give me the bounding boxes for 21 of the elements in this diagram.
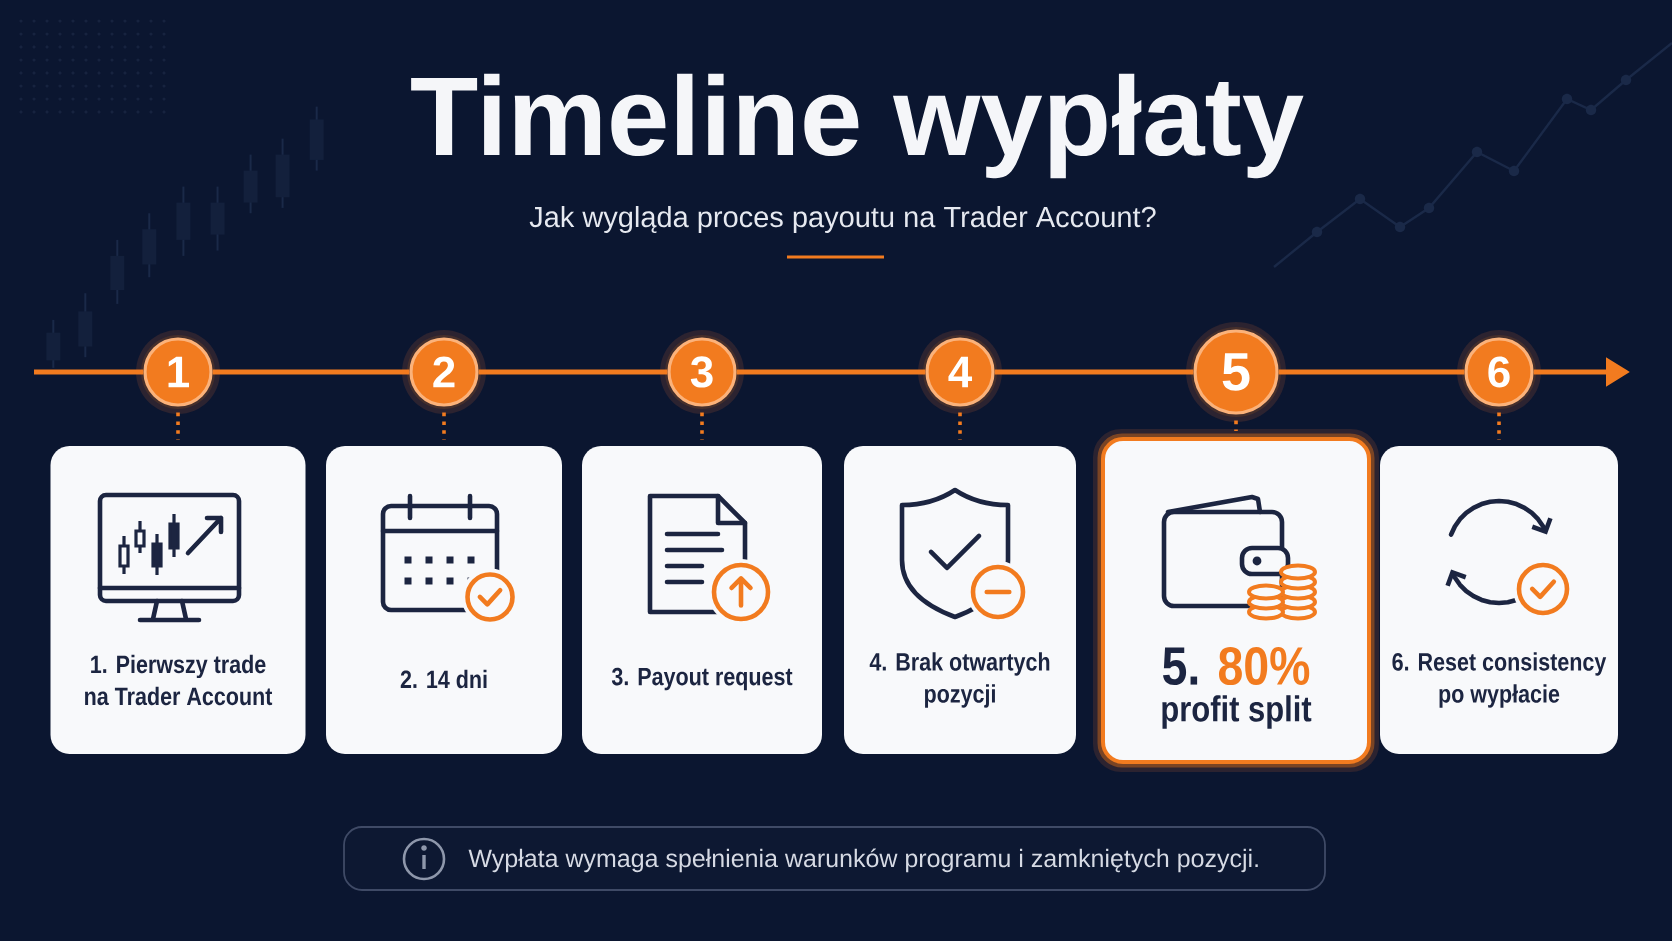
dotted-line — [700, 412, 704, 440]
step-card: 6. Reset consistency po wypłacie — [1380, 446, 1618, 754]
step-card: 3. Payout request — [582, 446, 822, 754]
dotted-line — [442, 412, 446, 440]
step-card: 4. Brak otwartych pozycji — [844, 446, 1076, 754]
timeline-line — [478, 369, 668, 375]
timeline-line — [736, 369, 926, 375]
timeline-line — [34, 369, 144, 375]
dotted-line — [1497, 412, 1501, 440]
dotted-line — [1234, 420, 1238, 431]
step-card: 1. Pierwszy trade na Trader Account — [50, 446, 306, 754]
timeline-line — [994, 369, 1194, 375]
timeline-line — [1278, 369, 1465, 375]
note-box: Wypłata wymaga spełnienia warunków programu i zamkniętych pozycji. — [343, 826, 1326, 891]
dotted-line — [176, 412, 180, 440]
timeline-line — [212, 369, 410, 375]
title: Timeline wypłaty — [411, 73, 1304, 179]
subtitle: Jak wygląda proces payoutu na Trader Account? — [529, 206, 1156, 234]
step-card: 5. 80% profit split — [1093, 429, 1379, 772]
dotted-line — [958, 412, 962, 440]
step-card: 2. 14 dni — [326, 446, 562, 754]
